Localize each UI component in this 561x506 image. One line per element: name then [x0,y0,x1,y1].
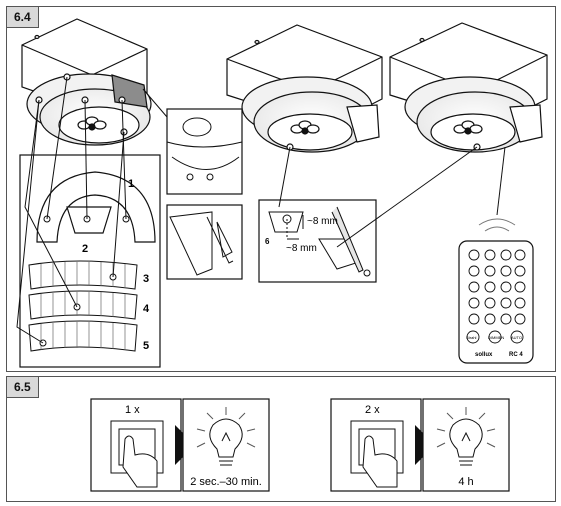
part-label-1: 1 [128,178,134,190]
step1-bulb-panel [182,398,270,492]
step2-bulb-panel [422,398,510,492]
remote-button-label-2: DIMMEN [488,335,504,340]
section-tag-6-5: 6.5 [7,377,39,398]
light-bulb-icon [196,407,256,466]
remote-model: RC 4 [509,352,523,358]
section-6-5: 6.5 1 x 2 s [6,376,556,502]
part-label-5: 5 [143,340,149,352]
part-label-2: 2 [82,243,88,255]
step2-presses-label: 2 x [365,404,380,416]
detail-lens-dimensions [258,199,377,283]
remote-button-label-1: Strahl [466,335,477,340]
notch-label: 6 [265,237,270,246]
section-tag-6-4: 6.4 [7,7,39,28]
section-6-4: 6.4 [6,6,556,372]
step2-press-panel [330,398,422,492]
detail-cover-closeup [166,108,243,195]
lamp-middle [226,24,383,153]
step1-presses-label: 1 x [125,404,140,416]
remote-control [458,146,534,364]
dimension-v-label: ~8 mm [286,243,317,254]
lamp-left [21,18,152,146]
light-bulb-icon [436,407,496,466]
detail-screwdriver-prying [166,204,243,280]
dimension-h-label: ~8 mm [307,216,338,227]
step1-duration-label: 2 sec.–30 min. [190,476,262,488]
switch-operation-diagram: 1 x 2 sec.–30 min. [90,398,510,492]
parts-zoom-box [19,154,161,368]
installation-diagram: 1 2 3 4 5 [16,18,548,368]
part-label-4: 4 [143,303,150,315]
part-label-3: 3 [143,273,149,285]
remote-button-label-3: AUTO [511,335,522,340]
leader-lines-left [16,76,127,344]
remote-brand: sollux [475,352,493,358]
lamp-right [389,22,548,153]
step2-duration-label: 4 h [458,476,473,488]
